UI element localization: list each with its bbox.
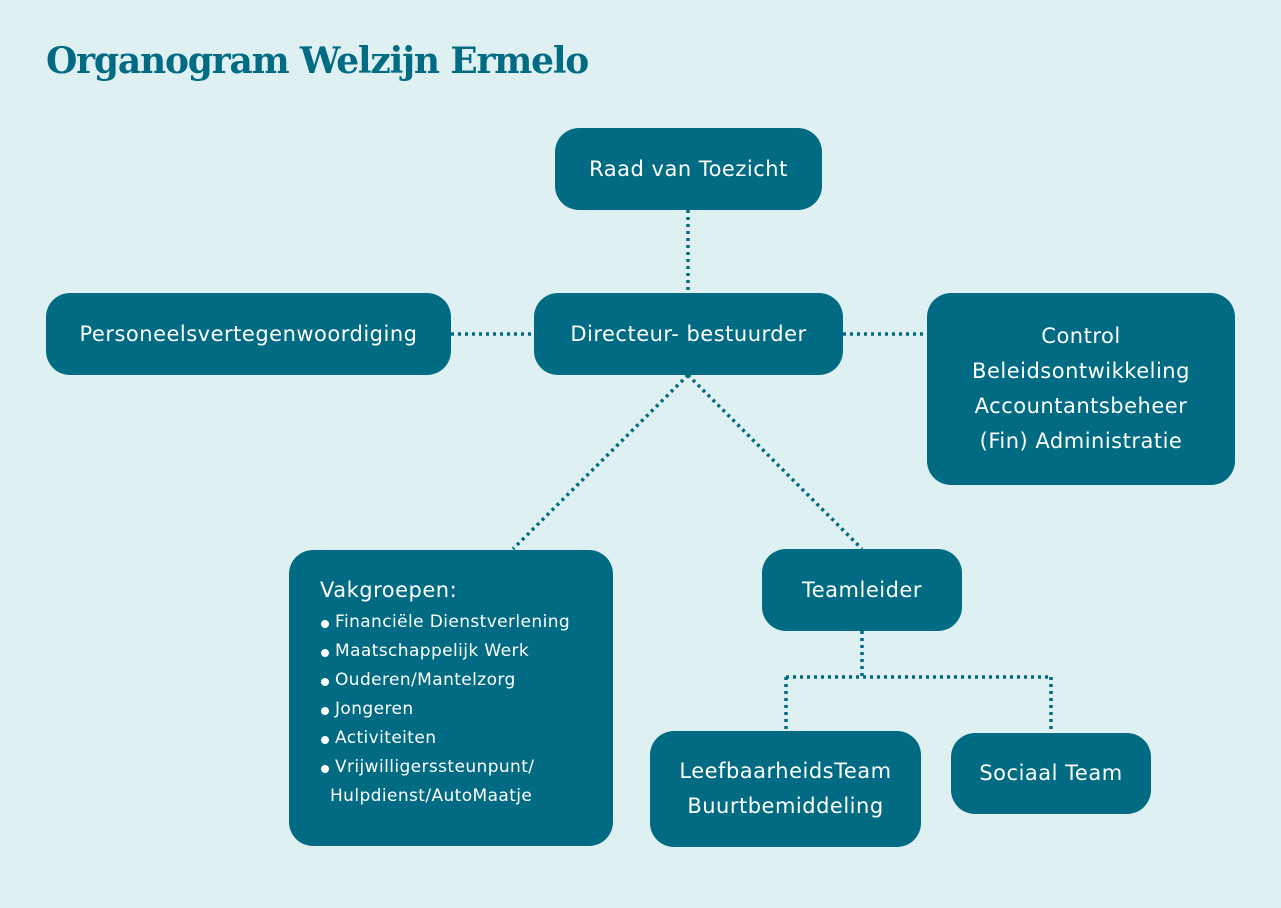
node-sociaal-label: Sociaal Team [979, 761, 1123, 785]
node-raad-van-toezicht: Raad van Toezicht [555, 128, 822, 210]
node-control-line: Control [1041, 324, 1121, 348]
vakgroepen-item-continued: Hulpdienst/AutoMaatje [330, 786, 533, 806]
vakgroepen-item: Ouderen/Mantelzorg [320, 666, 570, 695]
node-control-line: (Fin) Administratie [979, 429, 1183, 453]
connector-directeur-vakgroepen [511, 373, 690, 551]
node-teamleider-label: Teamleider [802, 577, 922, 602]
vakgroepen-item: Vrijwilligerssteunpunt/ [320, 753, 570, 782]
vakgroepen-title: Vakgroepen: [320, 578, 458, 602]
node-control-line: Accountantsbeheer [974, 394, 1188, 418]
node-personeelsvertegenwoordiging: Personeelsvertegenwoordiging [46, 293, 451, 375]
node-leefbaarheid-line: LeefbaarheidsTeam [679, 759, 892, 783]
node-directeur-label: Directeur- bestuurder [570, 321, 807, 346]
vakgroepen-item: Maatschappelijk Werk [320, 637, 570, 666]
page-title: Organogram Welzijn Ermelo [46, 40, 589, 82]
node-sociaal-team: Sociaal Team [951, 733, 1151, 814]
node-control: Control Beleidsontwikkeling Accountantsb… [927, 293, 1235, 485]
vakgroepen-list: Financiële Dienstverlening Maatschappeli… [320, 608, 570, 811]
node-raad-label: Raad van Toezicht [589, 156, 788, 181]
node-directeur-bestuurder: Directeur- bestuurder [534, 293, 843, 375]
node-leefbaarheidsteam: LeefbaarheidsTeam Buurtbemiddeling [650, 731, 921, 847]
node-leefbaarheid-line: Buurtbemiddeling [687, 794, 884, 818]
vakgroepen-item: Jongeren [320, 695, 570, 724]
node-teamleider: Teamleider [762, 549, 962, 631]
connector-directeur-teamleider [686, 373, 864, 551]
node-vakgroepen: Vakgroepen: Financiële Dienstverlening M… [289, 550, 613, 846]
vakgroepen-item: Activiteiten [320, 724, 570, 753]
node-control-line: Beleidsontwikkeling [972, 359, 1190, 383]
node-personeel-label: Personeelsvertegenwoordiging [79, 321, 418, 346]
vakgroepen-item: Financiële Dienstverlening [320, 608, 570, 637]
